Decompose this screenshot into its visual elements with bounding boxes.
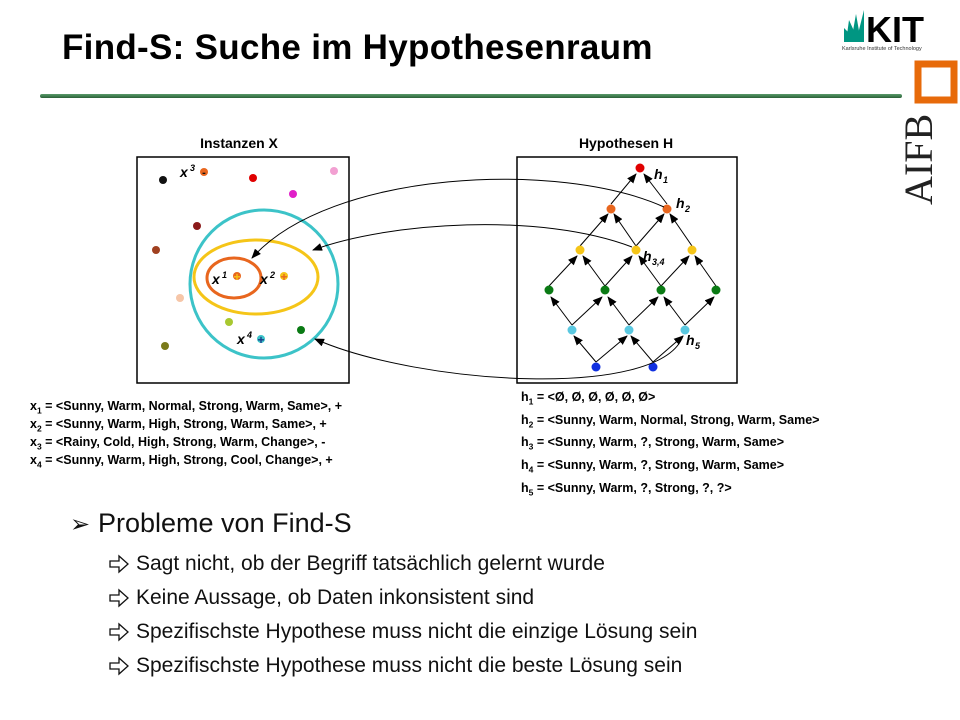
- instance-dot: [159, 176, 167, 184]
- svg-text:+: +: [280, 270, 287, 284]
- aifb-letters: AIFB: [896, 114, 941, 205]
- kit-logo: KIT Karlsruhe Institute of Technology AI…: [842, 9, 958, 205]
- aifb-square-icon: [914, 60, 958, 104]
- hypothesis-label-h1: h 1: [654, 166, 668, 185]
- hypothesis-node: [567, 325, 577, 335]
- hypothesis-equation: h3 = <Sunny, Warm, ?, Strong, Warm, Same…: [521, 435, 785, 452]
- hypothesis-node: [591, 362, 601, 372]
- instance-dot: [161, 342, 169, 350]
- hypotheses-label: Hypothesen H: [579, 135, 673, 151]
- arrow-h34-to-region: [312, 224, 633, 251]
- h34-region-ellipse: [192, 238, 320, 316]
- instance-x2: x 2 +: [259, 270, 288, 287]
- hypothesis-label-h5: h 5: [686, 332, 701, 351]
- arrow-h5-to-region: [314, 335, 684, 380]
- svg-text:5: 5: [695, 341, 701, 351]
- svg-text:h: h: [686, 332, 695, 348]
- instances-box: [136, 156, 350, 384]
- hollow-arrow-icon: [109, 656, 129, 676]
- hypothesis-lattice-edges: [548, 173, 717, 363]
- hollow-arrow-icon: [109, 588, 129, 608]
- svg-text:2: 2: [684, 204, 690, 214]
- hypothesis-node: [648, 362, 658, 372]
- hollow-arrow-icon: [109, 622, 129, 642]
- svg-text:+: +: [233, 270, 240, 284]
- instance-dot: [297, 326, 305, 334]
- instance-equation: x2 = <Sunny, Warm, High, Strong, Warm, S…: [30, 417, 327, 434]
- aifb-logo: AIFB: [896, 114, 941, 205]
- hypothesis-node: [656, 285, 666, 295]
- title-rule: [40, 94, 902, 98]
- slide-title: Find-S: Suche im Hypothesenraum: [62, 28, 653, 67]
- hypotheses-box: [516, 156, 738, 384]
- instances-label: Instanzen X: [200, 135, 278, 151]
- hypothesis-node: [600, 285, 610, 295]
- instance-x1: x 1 +: [211, 270, 241, 287]
- svg-text:1: 1: [663, 175, 668, 185]
- instance-equation: x3 = <Rainy, Cold, High, Strong, Warm, C…: [30, 435, 326, 452]
- instance-x4: x 4 +: [236, 330, 265, 347]
- hypothesis-node: [575, 245, 585, 255]
- svg-text:3,4: 3,4: [652, 257, 665, 267]
- svg-text:2: 2: [269, 270, 275, 280]
- instance-x3: x 3 -: [179, 163, 208, 180]
- h2-region-ellipse: [205, 256, 263, 300]
- hypothesis-node: [631, 245, 641, 255]
- arrow-h2-to-region: [251, 178, 665, 259]
- kit-fan-icon: [844, 10, 864, 42]
- instance-dot: [176, 294, 184, 302]
- logo-area: KIT Karlsruhe Institute of Technology AI…: [840, 0, 960, 230]
- svg-text:x: x: [236, 331, 246, 347]
- svg-text:h: h: [654, 166, 663, 182]
- kit-letters: KIT: [866, 9, 924, 50]
- kit-tagline: Karlsruhe Institute of Technology: [842, 46, 922, 52]
- hypothesis-equation: h1 = <Ø, Ø, Ø, Ø, Ø, Ø>: [521, 390, 656, 407]
- svg-text:x: x: [211, 271, 221, 287]
- hypothesis-node: [624, 325, 634, 335]
- svg-text:3: 3: [190, 163, 195, 173]
- hypothesis-node: [606, 204, 616, 214]
- hypothesis-node: [635, 163, 645, 173]
- svg-text:KIT: KIT: [866, 9, 924, 50]
- hypothesis-equation: h5 = <Sunny, Warm, ?, Strong, ?, ?>: [521, 481, 732, 498]
- h5-region-ellipse: [188, 208, 340, 360]
- svg-text:x: x: [179, 164, 189, 180]
- svg-text:h: h: [676, 195, 685, 211]
- svg-text:1: 1: [222, 270, 227, 280]
- hypothesis-equation: h4 = <Sunny, Warm, ?, Strong, Warm, Same…: [521, 458, 785, 475]
- find-s-diagram: Instanzen X Hypothesen H x 3 - x 1 + x 2…: [136, 135, 738, 384]
- hypothesis-label-h2: h 2: [676, 195, 690, 214]
- instance-dot: [249, 174, 257, 182]
- instance-dot: [330, 167, 338, 175]
- hollow-arrow-icon: [109, 554, 129, 574]
- svg-text:-: -: [202, 167, 206, 179]
- hypothesis-node: [687, 245, 697, 255]
- instance-dot: [289, 190, 297, 198]
- hypothesis-node: [662, 204, 672, 214]
- mapping-arrows: [251, 178, 684, 380]
- hypothesis-lattice-nodes: [544, 163, 721, 372]
- hypothesis-label-h34: h 3,4: [643, 248, 665, 267]
- hypothesis-equation: h2 = <Sunny, Warm, Normal, Strong, Warm,…: [521, 413, 820, 430]
- svg-text:+: +: [257, 333, 264, 347]
- hypothesis-node: [711, 285, 721, 295]
- hypothesis-node: [680, 325, 690, 335]
- instance-dots: [152, 167, 338, 350]
- instance-dot: [225, 318, 233, 326]
- instance-equation: x1 = <Sunny, Warm, Normal, Strong, Warm,…: [30, 399, 342, 416]
- svg-text:4: 4: [246, 330, 252, 340]
- bullet-arrow-icon: ➢: [70, 511, 91, 538]
- instance-dot: [193, 222, 201, 230]
- instance-dot: [152, 246, 160, 254]
- svg-text:x: x: [259, 271, 269, 287]
- hypothesis-node: [544, 285, 554, 295]
- svg-text:h: h: [643, 248, 652, 264]
- instance-equation: x4 = <Sunny, Warm, High, Strong, Cool, C…: [30, 453, 333, 470]
